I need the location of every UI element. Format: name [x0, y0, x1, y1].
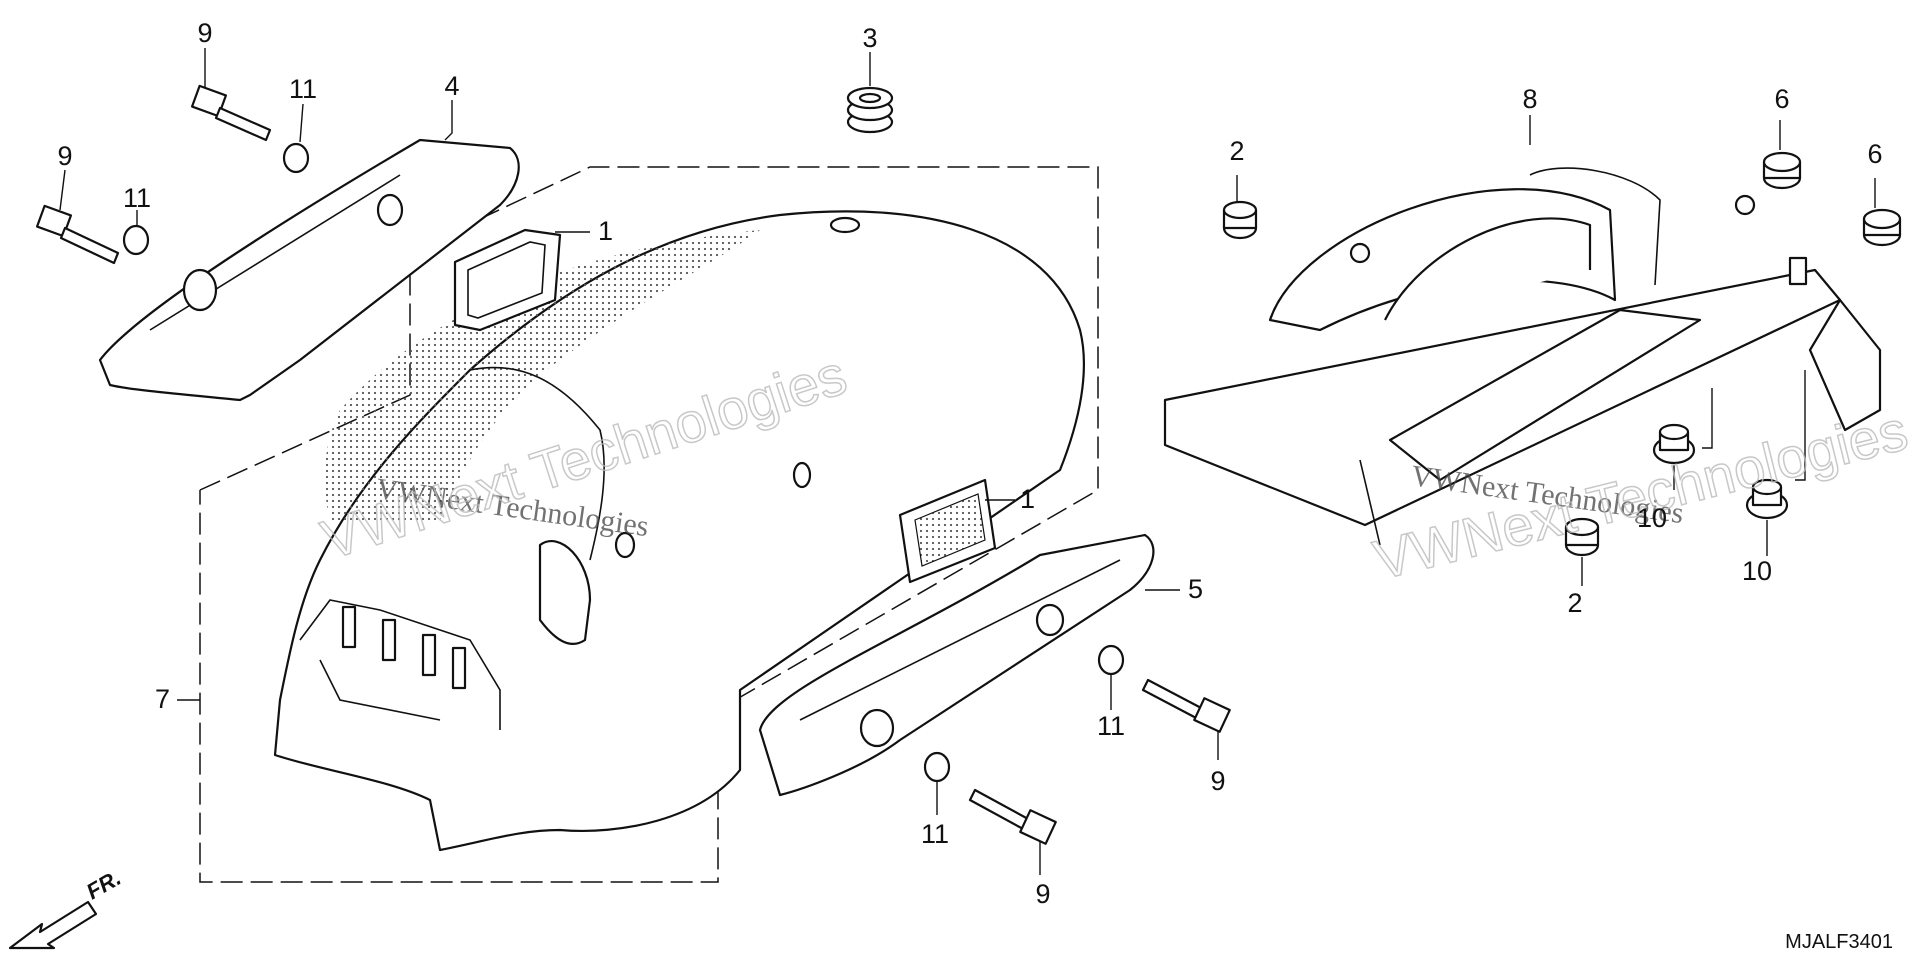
fender-wing-emblem — [324, 230, 760, 520]
callout-label: 10 — [1742, 556, 1772, 586]
front-marker: FR. — [82, 865, 125, 904]
collar-a — [1652, 423, 1696, 465]
callout-label: 11 — [921, 819, 949, 849]
callout-label: 9 — [1035, 879, 1050, 909]
bolt-a — [190, 84, 272, 142]
bolt-c — [1141, 678, 1231, 733]
nut-lower — [1564, 517, 1600, 557]
callout-label: 8 — [1522, 84, 1537, 114]
rear-fender — [273, 210, 1085, 852]
washer-b — [122, 224, 150, 256]
nut-upper-left — [1222, 200, 1258, 240]
washer-c — [1097, 644, 1125, 676]
assembly-boundary — [199, 166, 1099, 883]
grommet-nut-b — [1862, 208, 1902, 247]
leader-lines — [59, 48, 1876, 875]
callout-label: 9 — [57, 141, 72, 171]
washer-a — [282, 142, 310, 174]
callout-label: 9 — [197, 18, 212, 48]
front-arrow: FR. — [8, 865, 125, 950]
bolt-d — [968, 788, 1057, 845]
reflector-lower — [898, 478, 997, 584]
callout-label: 6 — [1774, 84, 1789, 114]
callout-label: 1 — [598, 216, 613, 246]
callout-label: 11 — [1097, 711, 1125, 741]
washer-d — [923, 751, 951, 783]
reflector-upper — [453, 228, 562, 332]
callout-label: 7 — [155, 684, 170, 714]
callout-label: 9 — [1210, 766, 1225, 796]
grommet-nut-a — [1762, 151, 1802, 190]
callout-label: 2 — [1229, 136, 1244, 166]
grommet — [846, 86, 894, 134]
callout-label: 1 — [1020, 484, 1035, 514]
callout-label: 2 — [1567, 588, 1582, 618]
bolt-b — [35, 204, 120, 265]
callout-label: 11 — [123, 183, 151, 213]
collar-b — [1745, 478, 1789, 520]
callout-label: 5 — [1188, 574, 1203, 604]
part-code: MJALF3401 — [1785, 931, 1893, 953]
callout-label: 4 — [444, 71, 459, 101]
callout-label: 6 — [1867, 139, 1882, 169]
side-cover-left — [98, 138, 520, 402]
callout-label: 10 — [1637, 503, 1667, 533]
callout-label: 3 — [862, 23, 877, 53]
side-cover-right — [758, 533, 1155, 797]
callout-label: 11 — [289, 74, 317, 104]
fender-bracket — [1163, 167, 1882, 546]
